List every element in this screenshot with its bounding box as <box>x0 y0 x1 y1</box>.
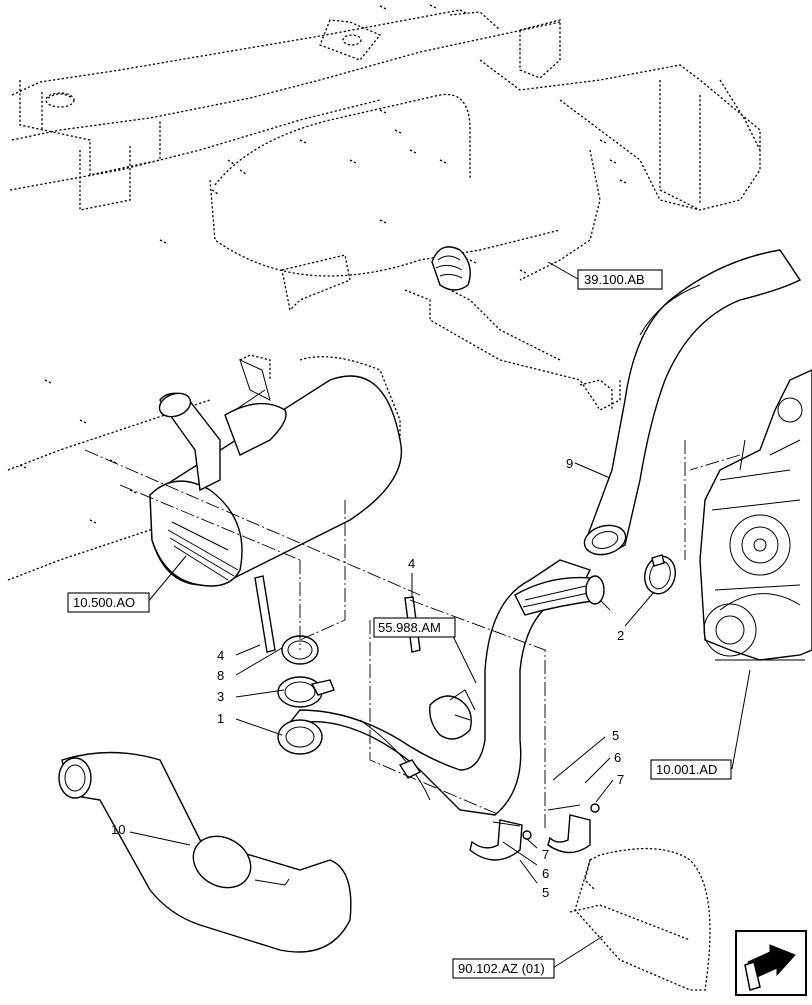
ref-90-102-az[interactable]: 90.102.AZ (01) <box>452 958 555 979</box>
tail-pipe-ghost <box>569 847 711 991</box>
callout-5-right: 5 <box>612 728 619 743</box>
callout-labels: 1 2 3 4 4 5 5 6 6 7 7 8 9 10 <box>111 456 624 900</box>
callout-4-left: 4 <box>217 648 224 663</box>
ref-10-001-ad-label: 10.001.AD <box>656 762 717 777</box>
callout-7-left: 7 <box>542 847 549 862</box>
next-page-arrow-icon[interactable] <box>735 930 807 996</box>
exhaust-pipe-main <box>277 559 605 816</box>
ref-55-988-am[interactable]: 55.988.AM <box>373 617 456 638</box>
callout-5-left: 5 <box>542 885 549 900</box>
callout-7-right: 7 <box>617 772 624 787</box>
pipe-10 <box>58 751 352 953</box>
ref-10-001-ad[interactable]: 10.001.AD <box>650 759 732 780</box>
ref-90-102-az-label: 90.102.AZ (01) <box>458 961 545 976</box>
muffler-assembly <box>149 359 403 587</box>
engine-partial <box>699 369 812 661</box>
callout-3: 3 <box>217 689 224 704</box>
clamp-3 <box>277 676 335 708</box>
callout-10: 10 <box>111 822 125 837</box>
sensor-part <box>398 689 476 779</box>
callout-6-right: 6 <box>614 750 621 765</box>
ref-39-100-ab[interactable]: 39.100.AB <box>577 269 663 290</box>
chassis-frame-ghost <box>7 9 761 581</box>
grommet-part <box>431 246 471 291</box>
ref-10-500-ao-label: 10.500.AO <box>73 595 135 610</box>
pipe-9 <box>583 249 802 556</box>
brackets-5-6-7-right <box>547 803 600 854</box>
alignment-lines <box>84 440 741 830</box>
callout-8: 8 <box>217 668 224 683</box>
callout-6-left: 6 <box>542 866 549 881</box>
callout-9: 9 <box>566 456 573 471</box>
brackets-5-6-7-left <box>469 819 532 861</box>
callout-4-center: 4 <box>408 556 415 571</box>
ref-55-988-am-label: 55.988.AM <box>378 620 441 635</box>
ref-10-500-ao[interactable]: 10.500.AO <box>67 592 150 613</box>
callout-1: 1 <box>217 711 224 726</box>
bracket-4 <box>254 575 421 653</box>
ref-39-100-ab-label: 39.100.AB <box>584 272 645 287</box>
leader-lines <box>129 261 751 969</box>
clamp-2 <box>643 554 677 595</box>
callout-2: 2 <box>617 628 624 643</box>
